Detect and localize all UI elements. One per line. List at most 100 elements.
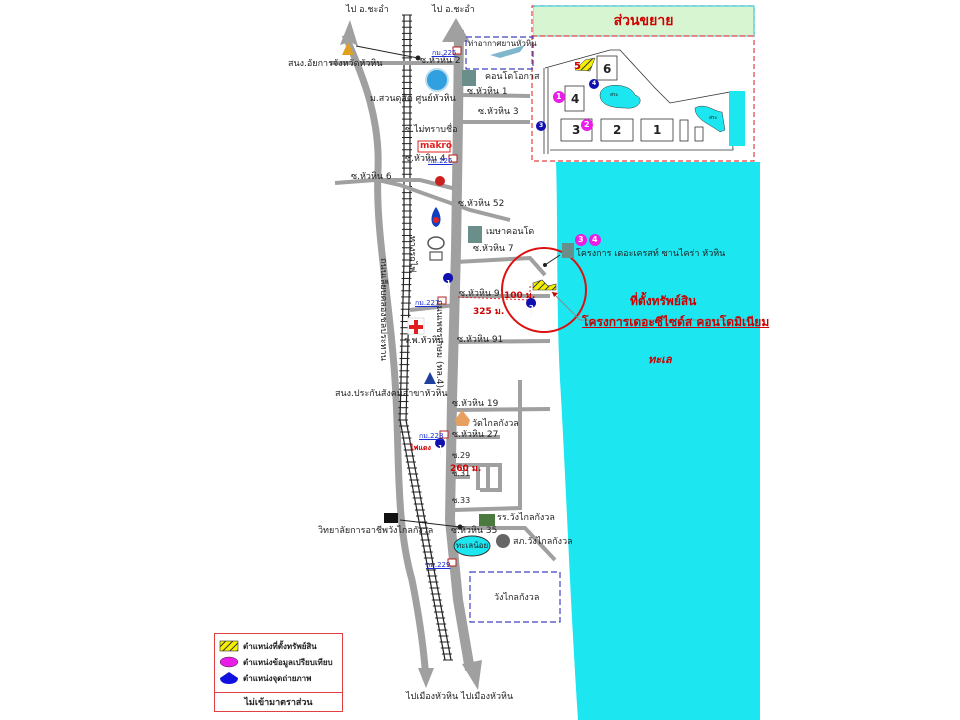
marker-label-2: 2: [529, 304, 534, 312]
label-soi-29: ซ.29: [452, 451, 471, 460]
label-airport: ท่าอากาศยานหัวหิน: [468, 39, 537, 48]
label-hospital: ร.พ.หัวหิน: [404, 336, 444, 346]
legend-label-comparison: ตำแหน่งข้อมูลเปรียบเทียบ: [243, 657, 333, 667]
inset-pink-marker-2: [581, 119, 593, 131]
legend-label-asset: ตำแหน่งที่ตั้งทรัพย์สิน: [243, 641, 317, 651]
inset-plot-6: [596, 55, 618, 81]
label-lake: ทะเลน้อย: [456, 541, 489, 550]
inset-pond-2: [694, 105, 726, 133]
label-soi-91: ซ.หัวหิน 91: [457, 335, 504, 345]
college-icon: [384, 513, 398, 523]
label-college: วิทยาลัยการอาชีพวังไกลกังวล: [318, 526, 434, 536]
pink-marker-4: [589, 234, 601, 246]
label-nearby-project: โครงการ เดอะเครสท์ ซานไคร่า หัวหิน: [576, 249, 726, 259]
label-soi-1: ซ.หัวหิน 1: [467, 87, 508, 97]
km-225: กม.225: [432, 49, 457, 57]
km-228: กม.228: [419, 432, 444, 440]
hatch-swatch-icon: [219, 640, 239, 652]
inset-pink-label-1: 1: [556, 92, 562, 101]
inset-plot-2: [600, 118, 634, 142]
km-229: กม.229: [426, 561, 451, 569]
label-condo-okas: คอนโดโอกาส: [485, 72, 540, 82]
label-soi-33: ซ.33: [452, 496, 471, 505]
label-school: รร.วังไกลกังวล: [497, 513, 555, 523]
label-makro: makro: [420, 141, 453, 151]
toyota-icon: [435, 176, 445, 186]
inset-plot-5: [574, 57, 596, 72]
label-soi-35: ซ.หัวหิน 35: [451, 526, 498, 536]
inset-pond-1: [599, 85, 641, 109]
inset-blue-marker-4: [589, 79, 599, 89]
label-soi-6: ซ.หัวหิน 6: [351, 172, 392, 182]
label-temple: วัดไกลกังวล: [472, 419, 519, 429]
inset-blue-marker-3: [536, 121, 546, 131]
distance-100m: 100 ม.: [504, 291, 536, 301]
label-railway: ทางรถไฟ: [407, 236, 417, 273]
label-highway: ถนนเพชรเกษม (ทล.4): [434, 300, 444, 389]
label-social-security: สนง.ประกันสังคมสาขาหัวหิน: [335, 389, 448, 399]
asset-project-name: โครงการเดอะซีไซด์ส คอนโดมิเนียม: [582, 315, 770, 329]
south-arrow-left: [418, 668, 434, 688]
inset-plot-4: [564, 85, 585, 112]
crest-project-icon: [562, 243, 574, 258]
airplane-icon: [490, 45, 525, 58]
label-soi-mai: ซ.ไม่ทราบชื่อ: [405, 125, 458, 135]
side-roads: [330, 61, 557, 562]
label-canal-road: ถนนเลียบคลองชลประทาน: [378, 258, 388, 361]
blue-pin-icon: [220, 672, 238, 684]
south-arrow-right: [462, 660, 482, 690]
north-arrow-left: [340, 20, 358, 46]
label-soi-4: ซ.หัวหิน 4: [405, 154, 446, 164]
label-soi-31: ซ.31: [452, 469, 471, 478]
honda-icon: [429, 251, 443, 261]
legend-item-comparison: ตำแหน่งข้อมูลเปรียบเทียบ: [215, 654, 342, 670]
airport-area: [465, 36, 534, 70]
inset-plot-label-1: 1: [653, 123, 662, 137]
label-sea: ทะเล: [648, 353, 672, 366]
legend-footer: ไม่เข้ามาตราส่วน: [215, 692, 342, 711]
photo-markers: [435, 273, 537, 458]
label-maya-condo: เมษาคอนโด: [486, 227, 535, 237]
label-soi-2: ซ.หัวหิน 2: [420, 56, 461, 66]
legend-item-photo: ตำแหน่งจุดถ่ายภาพ: [215, 670, 342, 686]
university-logo-icon: [425, 68, 449, 92]
canal-road: [341, 33, 430, 681]
label-university: ม.สวนดุสิต ศูนย์หัวหิน: [370, 94, 456, 104]
temple-icon: [455, 410, 470, 426]
direction-north-left: ไป อ.ชะอำ: [346, 5, 389, 15]
marker-label-1b: 1: [438, 444, 443, 452]
condo-okas-icon: [462, 70, 476, 86]
label-soi-19: ซ.หัวหิน 19: [452, 399, 499, 409]
inset-blue-label-4: 4: [592, 80, 597, 87]
label-police: สภ.วังไกลกังวล: [513, 537, 573, 547]
label-soi-52: ซ.หัวหิน 52: [458, 199, 505, 209]
label-soi-9: ซ.หัวหิน 9: [459, 289, 500, 299]
north-arrow-right: [442, 18, 470, 42]
inset-pond-label-2: สระ: [709, 115, 718, 121]
inset-blue-label-3: 3: [539, 122, 544, 129]
legend-item-asset: ตำแหน่งที่ตั้งทรัพย์สิน: [215, 638, 342, 654]
marker-label-1: 1: [446, 279, 451, 287]
legend: ตำแหน่งที่ตั้งทรัพย์สิน ตำแหน่งข้อมูลเปร…: [214, 633, 343, 712]
direction-south: ไปเมืองหัวหิน ไปเมืองหัวหิน: [406, 692, 514, 702]
marker-label-4: 4: [592, 235, 598, 244]
police-icon: [496, 534, 510, 548]
social-security-icon: [424, 372, 436, 384]
label-prosecutor: สนง.อัยการจังหวัดหัวหิน: [288, 59, 383, 69]
inset-pond-label: สระ: [610, 92, 619, 98]
direction-north-right: ไป อ.ชะอำ: [432, 5, 475, 15]
sea: [556, 162, 760, 720]
inset-pink-label-2: 2: [584, 120, 590, 129]
inset-site-plan: [536, 49, 745, 154]
label-soi-27: ซ.หัวหิน 27: [452, 430, 499, 440]
asset-title: ที่ตั้งทรัพย์สิน: [630, 294, 697, 308]
label-palace: วังไกลกังวล: [494, 593, 540, 603]
marker-label-3: 3: [578, 235, 584, 244]
inset-plot-label-3: 3: [572, 123, 581, 137]
inset-plot-label-4: 4: [571, 92, 580, 106]
makro-icon: [417, 140, 451, 153]
school-icon: [479, 514, 495, 526]
asset-circle: [501, 247, 587, 333]
inset-plot-1: [640, 118, 674, 142]
inset-pink-marker-1: [553, 91, 565, 103]
